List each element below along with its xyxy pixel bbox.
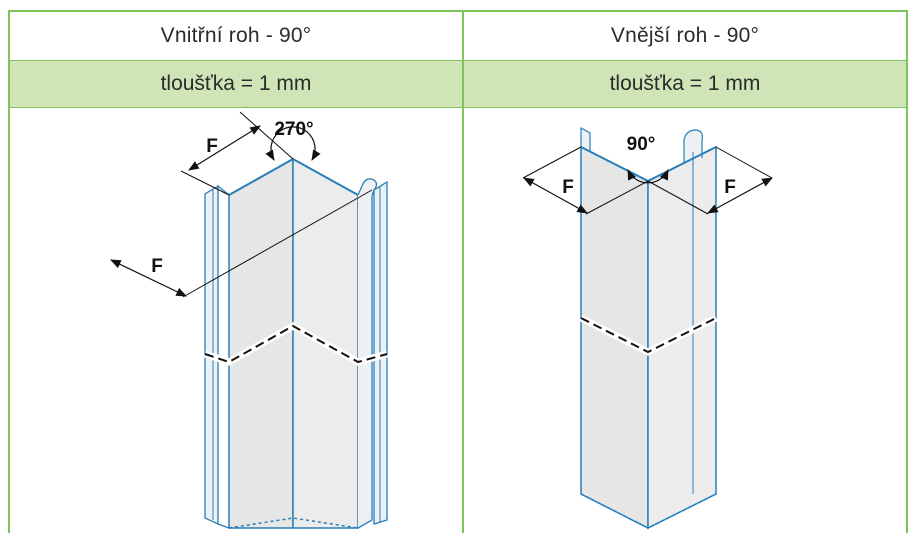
outer-corner-thickness: tloušťka = 1 mm [464,61,906,107]
outer-dimension-label-left: F [562,177,574,198]
outer-dimension-label-right: F [724,177,736,198]
outer-dimension-right [707,177,773,214]
outer-dimension-left [523,177,588,214]
table-column-divider [462,10,464,533]
table-top-border [9,10,907,12]
header-divider [9,60,907,61]
outer-corner-title: Vnější roh - 90° [610,24,760,47]
inner-dimension-label-top: F [206,136,218,157]
inner-dimension-top [188,125,261,171]
inner-angle-label: 270° [274,119,313,140]
inner-break-line [204,324,388,364]
outer-corner-profile [522,126,773,530]
table-right-border [906,10,908,533]
inner-corner-thickness: tloušťka = 1 mm [10,61,462,107]
inner-corner-title: Vnitřní roh - 90° [160,24,312,47]
inner-angle-arc [265,126,321,161]
outer-angle-arc [627,169,669,184]
table-left-border [8,10,10,533]
inner-dimension-label-long: F [151,256,163,277]
inner-dimension-long [110,259,187,297]
inner-corner-profile [110,111,388,529]
outer-break-line [580,317,717,354]
outer-angle-label: 90° [627,134,656,155]
subheader-divider [9,107,907,108]
